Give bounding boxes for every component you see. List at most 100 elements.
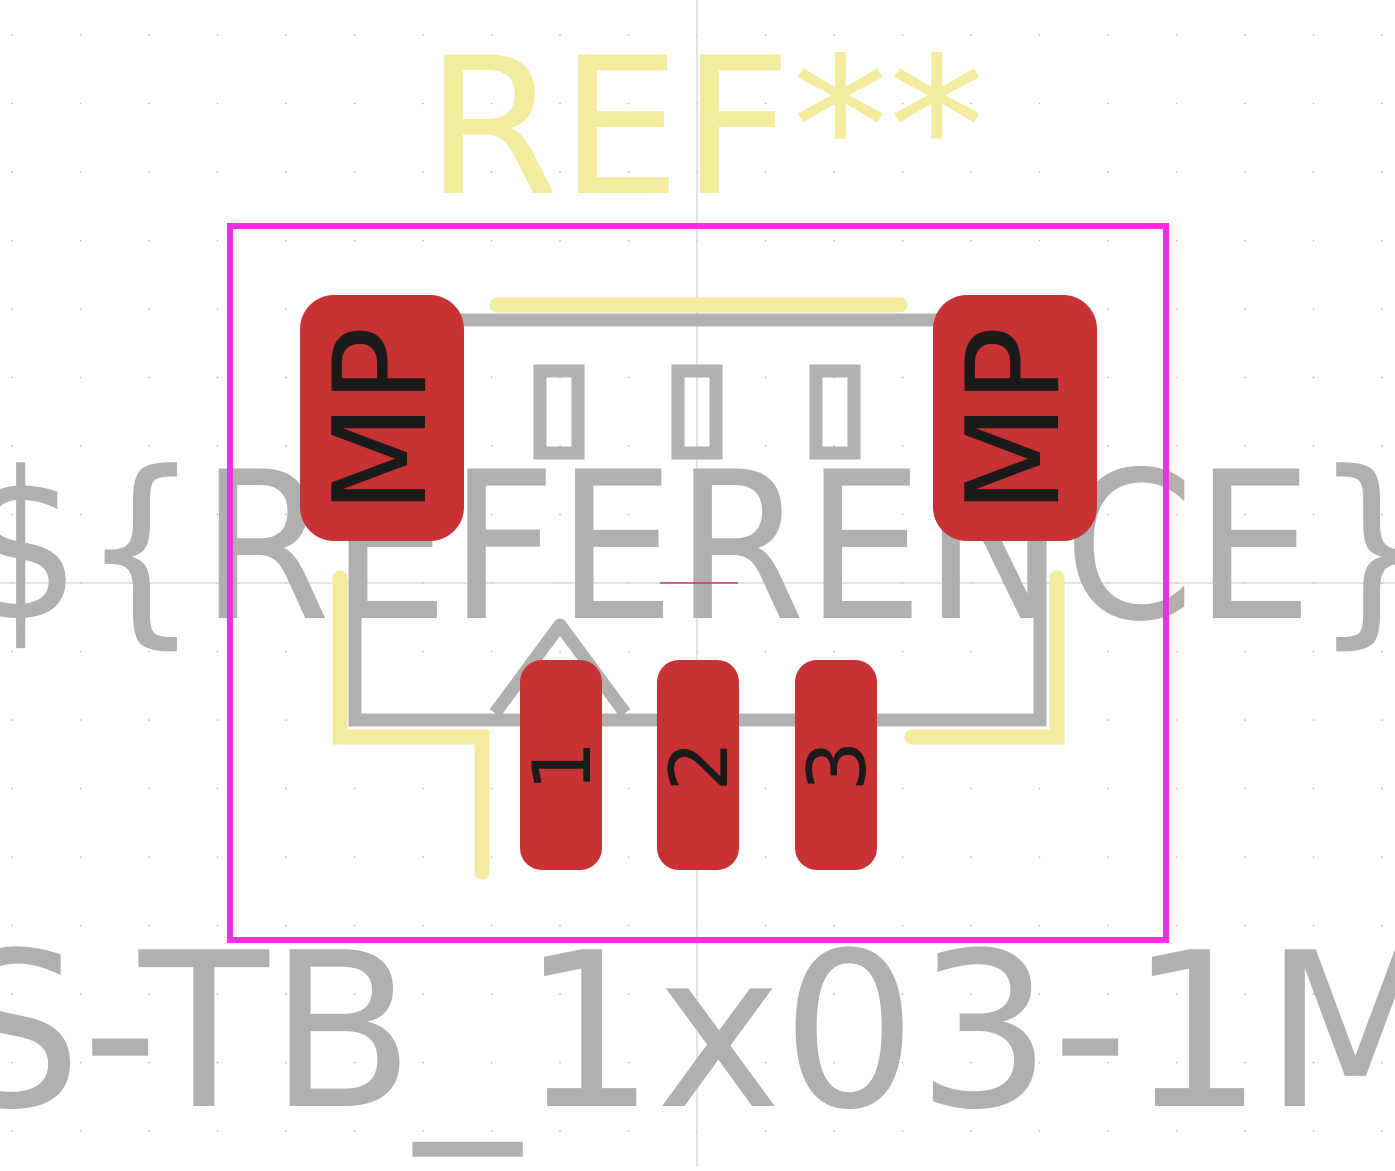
grid-dot <box>764 856 767 858</box>
grid-dot <box>627 650 630 653</box>
grid-dot <box>1381 924 1383 927</box>
grid-dot <box>559 102 561 105</box>
grid-dot <box>285 34 287 36</box>
grid-dot <box>11 102 13 105</box>
grid-dot <box>490 856 493 858</box>
grid-dot <box>422 650 424 653</box>
pad-3[interactable]: 3 <box>791 660 884 870</box>
grid-dot <box>1244 171 1246 173</box>
pad-mp-left[interactable]: MP <box>300 295 464 541</box>
reference-designator-text: REF** <box>425 17 985 238</box>
grid-dot <box>422 856 424 858</box>
grid-dot <box>901 650 904 653</box>
grid-dot <box>764 171 767 173</box>
grid-dot <box>285 1130 287 1132</box>
grid-dot <box>216 171 219 173</box>
grid-dot <box>1107 308 1109 310</box>
grid-dot <box>422 34 424 36</box>
grid-dot <box>1175 308 1178 310</box>
grid-dot <box>79 1130 82 1132</box>
grid-dot <box>1381 719 1383 721</box>
grid-dot <box>764 239 767 242</box>
grid-dot <box>79 513 82 516</box>
grid-dot <box>559 924 561 927</box>
grid-dot <box>490 34 493 36</box>
pad-2[interactable]: 2 <box>653 660 746 870</box>
grid-dot <box>1107 993 1109 995</box>
grid-dot <box>11 376 13 379</box>
grid-dot <box>1381 445 1383 447</box>
grid-dot <box>79 239 82 242</box>
grid-dot <box>764 1061 767 1064</box>
grid-dot <box>1175 1130 1178 1132</box>
grid-dot <box>627 787 630 790</box>
grid-dot <box>764 376 767 379</box>
grid-dot <box>559 513 561 516</box>
grid-dot <box>970 993 972 995</box>
grid-dot <box>422 1130 424 1132</box>
grid-dot <box>490 650 493 653</box>
grid-dot <box>148 513 150 516</box>
grid-dot <box>1244 239 1246 242</box>
grid-dot <box>216 239 219 242</box>
grid-dot <box>833 650 835 653</box>
grid-dot <box>559 239 561 242</box>
grid-dot <box>970 856 972 858</box>
grid-dot <box>1175 376 1178 379</box>
grid-dot <box>1381 1130 1383 1132</box>
grid-dot <box>1107 513 1109 516</box>
grid-dot <box>79 924 82 927</box>
grid-dot <box>353 924 356 927</box>
grid-dot <box>79 34 82 36</box>
grid-dot <box>1038 856 1041 858</box>
pad-3-label: 3 <box>791 741 884 792</box>
pad-1[interactable]: 1 <box>516 660 609 870</box>
grid-dot <box>901 1130 904 1132</box>
grid-dot <box>1175 445 1178 447</box>
grid-dot <box>1107 445 1109 447</box>
grid-dot <box>627 856 630 858</box>
grid-dot <box>627 102 630 105</box>
grid-dot <box>559 34 561 36</box>
pad-mp-left-label: MP <box>307 326 456 514</box>
grid-dot <box>148 1061 150 1064</box>
grid-dot <box>833 1061 835 1064</box>
grid-dot <box>627 171 630 173</box>
grid-dot <box>627 376 630 379</box>
grid-dot <box>627 239 630 242</box>
grid-dot <box>490 171 493 173</box>
grid-dot <box>901 513 904 516</box>
grid-dot <box>627 993 630 995</box>
grid-dot <box>285 308 287 310</box>
grid-dot <box>353 856 356 858</box>
grid-dot <box>11 787 13 790</box>
grid-dot <box>970 102 972 105</box>
grid-dot <box>490 1061 493 1064</box>
grid-dot <box>1244 924 1246 927</box>
grid-dot <box>1312 171 1315 173</box>
grid-dot <box>216 308 219 310</box>
grid-dot <box>490 1130 493 1132</box>
grid-dot <box>901 993 904 995</box>
grid-dot <box>79 376 82 379</box>
grid-dot <box>11 856 13 858</box>
grid-dot <box>559 993 561 995</box>
grid-dot <box>1038 239 1041 242</box>
pad-mp-right-label: MP <box>940 326 1089 514</box>
grid-dot <box>11 513 13 516</box>
grid-dot <box>1038 102 1041 105</box>
grid-dot <box>970 787 972 790</box>
grid-dot <box>1244 856 1246 858</box>
pad-mp-right[interactable]: MP <box>933 295 1097 541</box>
reference-placeholder-text: ${REFERENCE} <box>0 429 1395 667</box>
grid-dot <box>353 787 356 790</box>
grid-dot <box>1038 993 1041 995</box>
grid-dot <box>1381 34 1383 36</box>
grid-dot <box>1038 924 1041 927</box>
grid-dot <box>1038 171 1041 173</box>
grid-dot <box>216 1061 219 1064</box>
grid-dot <box>490 239 493 242</box>
grid-dot <box>490 376 493 379</box>
grid-dot <box>216 650 219 653</box>
